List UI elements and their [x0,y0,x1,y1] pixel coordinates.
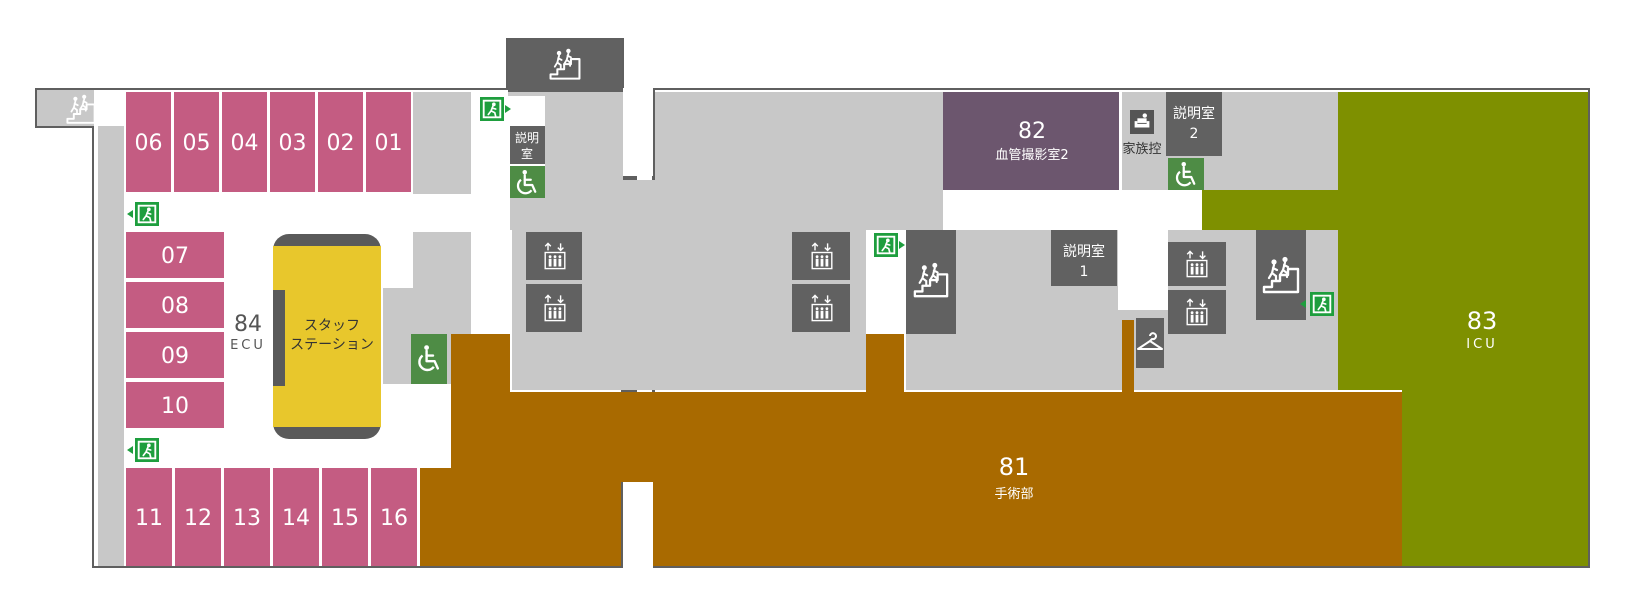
ecu-number: 84 [234,312,262,337]
family-waiting-label: 家族控 [1122,141,1161,157]
patient-room [126,92,171,192]
patient-room-number: 16 [380,506,408,531]
patient-room [318,92,363,192]
explain-room-small-label-1: 説明 [515,130,539,145]
emergency-exits [127,97,1334,462]
patient-room-number: 01 [375,131,403,156]
icu-name: ICU [1466,337,1497,352]
patient-room [273,468,319,566]
explain-room-2-label-1: 説明室 [1173,105,1215,122]
emergency-exit-icon [480,97,504,121]
angio-name: 血管撮影室2 [995,147,1068,163]
notches [623,88,653,572]
explain-room-1-label-1: 説明室 [1063,243,1105,260]
rooms-bottom-row: 11 12 13 14 15 16 [126,468,417,566]
patient-room [126,468,172,566]
patient-room-number: 04 [231,131,259,156]
cloakroom [1136,318,1164,368]
angio-number: 82 [1018,119,1046,144]
patient-room [222,92,267,192]
emergency-exit-icon [135,202,159,226]
patient-room [322,468,368,566]
explain-room-1 [1051,230,1117,286]
patient-room-number: 09 [161,344,189,369]
family-waiting-room: 家族控 [1122,110,1162,157]
patient-room [174,92,219,192]
patient-room-number: 03 [279,131,307,156]
family-waiting-icon [1130,110,1154,134]
rooms-left-column: 07 08 09 10 [126,232,224,428]
patient-room [224,468,270,566]
patient-room-number: 11 [135,506,163,531]
patient-room-number: 14 [282,506,310,531]
emergency-exit-icon [1310,292,1334,316]
patient-room-number: 02 [327,131,355,156]
elevators [526,232,1226,334]
patient-room [270,92,315,192]
explain-room-small-label-2: 室 [521,146,533,161]
explain-room-small [510,126,545,164]
icu-extension [1202,190,1338,230]
patient-room [126,382,224,428]
patient-room-number: 06 [135,131,163,156]
patient-room-number: 07 [161,244,189,269]
patient-room-number: 15 [331,506,359,531]
icu-area [1338,92,1588,566]
accessible-toilets [411,158,1204,384]
explain-room-2 [1166,92,1222,156]
patient-room-number: 12 [184,506,212,531]
patient-room-number: 13 [233,506,261,531]
rooms-top-row: 06 05 04 03 02 01 [126,92,411,192]
explain-room-2-label-2: 2 [1190,126,1199,142]
patient-room-number: 10 [161,394,189,419]
staff-station-label-2: ステーション [290,337,374,353]
patient-room-number: 08 [161,294,189,319]
staff-station-label-1: スタッフ [304,318,360,334]
patient-room [126,332,224,378]
surgery-area [420,320,1402,566]
patient-room [371,468,417,566]
icu-number: 83 [1467,307,1498,335]
staff-station: スタッフ ステーション [273,234,381,439]
surgery-name: 手術部 [994,487,1033,502]
emergency-exit-icon [135,438,159,462]
surgery-number: 81 [999,453,1030,481]
stairs [66,48,1306,334]
ecu-name: ECU [230,338,266,353]
patient-room [126,282,224,328]
patient-room [366,92,411,192]
angio-room [943,92,1119,190]
emergency-exit-icon [874,233,898,257]
patient-room-number: 05 [183,131,211,156]
explain-room-1-label-2: 1 [1080,264,1089,280]
patient-room [175,468,221,566]
patient-room [126,232,224,278]
